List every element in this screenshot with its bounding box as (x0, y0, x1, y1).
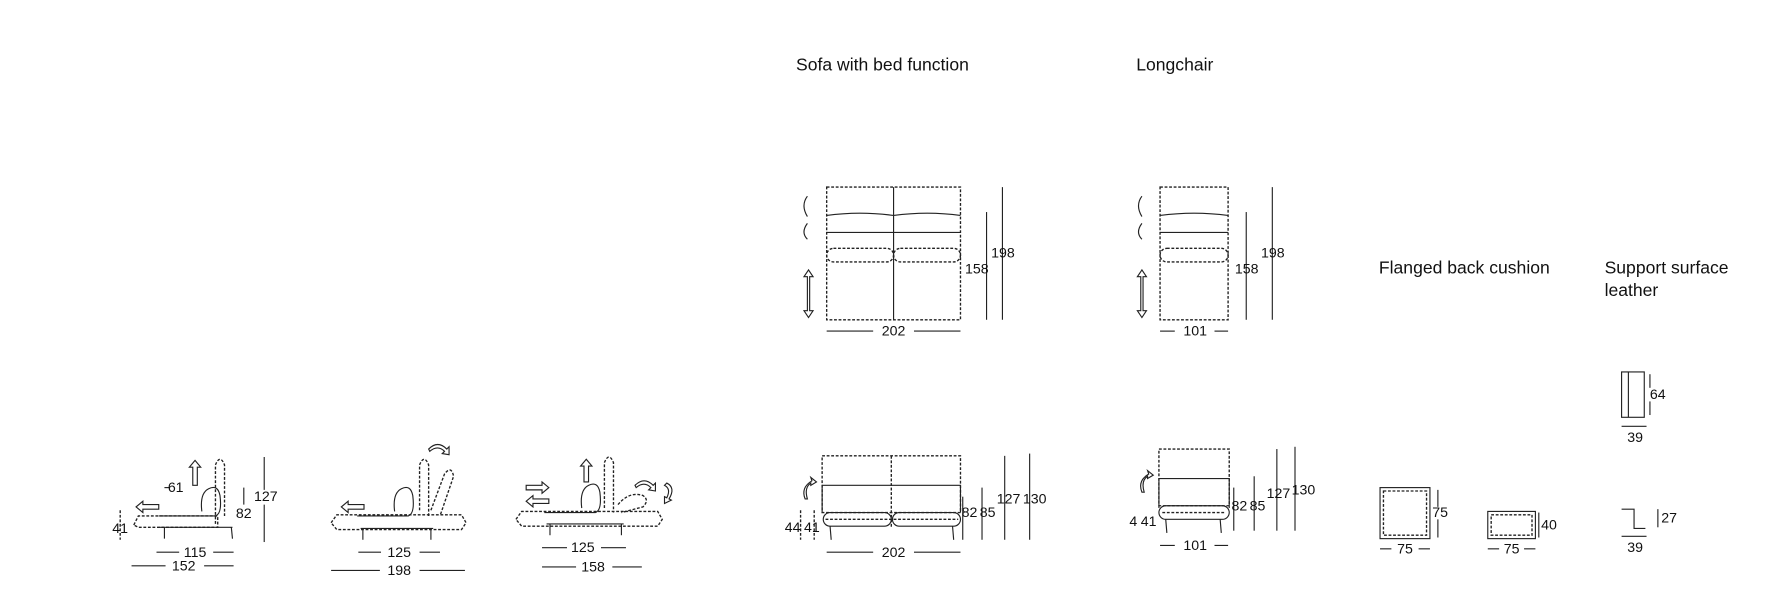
dim-cushion-large-width: 75 (1397, 541, 1413, 557)
rotate-arrow-icon (803, 475, 818, 500)
longchair-top-view (1136, 186, 1273, 332)
leather-title-2: leather (1605, 280, 1659, 300)
dim-leather-b-height: 27 (1661, 511, 1677, 527)
updown-arrow-icon (1136, 268, 1148, 319)
right-arrow-icon (525, 480, 550, 495)
dim-sofa-front-127: 127 (997, 491, 1021, 507)
sofa-front-view (799, 453, 1031, 553)
cushion-large (1379, 487, 1439, 550)
rotate-arrow-icon (1140, 468, 1155, 493)
rotate-arrow-icon (663, 482, 673, 505)
left-arrow-icon (135, 500, 160, 514)
dim-side2-outer: 198 (387, 563, 411, 579)
dim-side1-height: 127 (254, 489, 278, 505)
left-arrow-icon (525, 494, 550, 509)
dim-longchair-front-85: 85 (1250, 498, 1266, 514)
dim-sofa-front-130: 130 (1023, 491, 1047, 507)
dim-side1-outer: 152 (172, 558, 196, 574)
dim-longchair-top-198: 198 (1261, 245, 1285, 261)
sofa-title: Sofa with bed function (796, 54, 969, 74)
dim-leather-a-height: 64 (1650, 387, 1666, 403)
dim-side1-headrest: 61 (168, 480, 184, 496)
dim-side1-seat: 41 (112, 521, 128, 537)
updown-arrow-icon (802, 268, 815, 319)
leather-title-1: Support surface (1605, 257, 1729, 277)
dim-longchair-front-4: 4 (1129, 514, 1137, 530)
leather-part-b (1621, 508, 1659, 537)
dim-side3-inner: 125 (571, 540, 595, 556)
dim-side3-outer: 158 (581, 560, 605, 576)
dim-sofa-front-41: 41 (804, 520, 820, 536)
dim-side1-arm: 82 (236, 506, 252, 522)
dim-leather-a-width: 39 (1627, 430, 1643, 446)
up-arrow-icon (188, 459, 202, 486)
dim-cushion-small-width: 75 (1504, 541, 1520, 557)
longchair-title: Longchair (1136, 54, 1213, 74)
dim-cushion-small-height: 40 (1541, 518, 1557, 534)
dim-sofa-top-158: 158 (965, 261, 989, 277)
dim-cushion-large-height: 75 (1432, 505, 1448, 521)
side-view-1 (119, 456, 265, 567)
dim-sofa-front-85: 85 (980, 505, 996, 521)
dim-side2-inner: 125 (387, 545, 411, 561)
up-arrow-icon (579, 458, 594, 483)
dim-longchair-top-158: 158 (1235, 261, 1259, 277)
rotate-arrow-icon (1137, 195, 1143, 240)
side-view-2 (330, 443, 467, 571)
cushion-small (1487, 510, 1540, 550)
left-arrow-icon (340, 500, 365, 514)
rotate-arrow-icon (803, 195, 808, 240)
dim-longchair-front-130: 130 (1292, 482, 1316, 498)
dim-longchair-front-127: 127 (1267, 486, 1291, 502)
rotate-arrow-icon (634, 480, 657, 492)
dim-sofa-front-82: 82 (962, 505, 978, 521)
dim-sofa-front-44: 44 (785, 520, 801, 536)
dim-sofa-top-198: 198 (991, 245, 1015, 261)
dim-sofa-front-202: 202 (882, 545, 906, 561)
side-view-3 (515, 456, 673, 568)
dim-longchair-front-41: 41 (1141, 514, 1157, 530)
dim-side1-inner: 115 (184, 545, 207, 561)
cushion-title: Flanged back cushion (1379, 257, 1550, 277)
sofa-top-view (802, 186, 1004, 332)
dim-leather-b-width: 39 (1627, 540, 1643, 556)
leather-part-a (1621, 371, 1651, 427)
dim-sofa-top-202: 202 (882, 324, 906, 340)
rotate-arrow-icon (427, 443, 450, 456)
dim-longchair-top-101: 101 (1183, 324, 1207, 340)
dim-longchair-front-101: 101 (1183, 538, 1207, 554)
dim-longchair-front-82: 82 (1231, 498, 1247, 514)
longchair-front-view (1140, 446, 1296, 547)
